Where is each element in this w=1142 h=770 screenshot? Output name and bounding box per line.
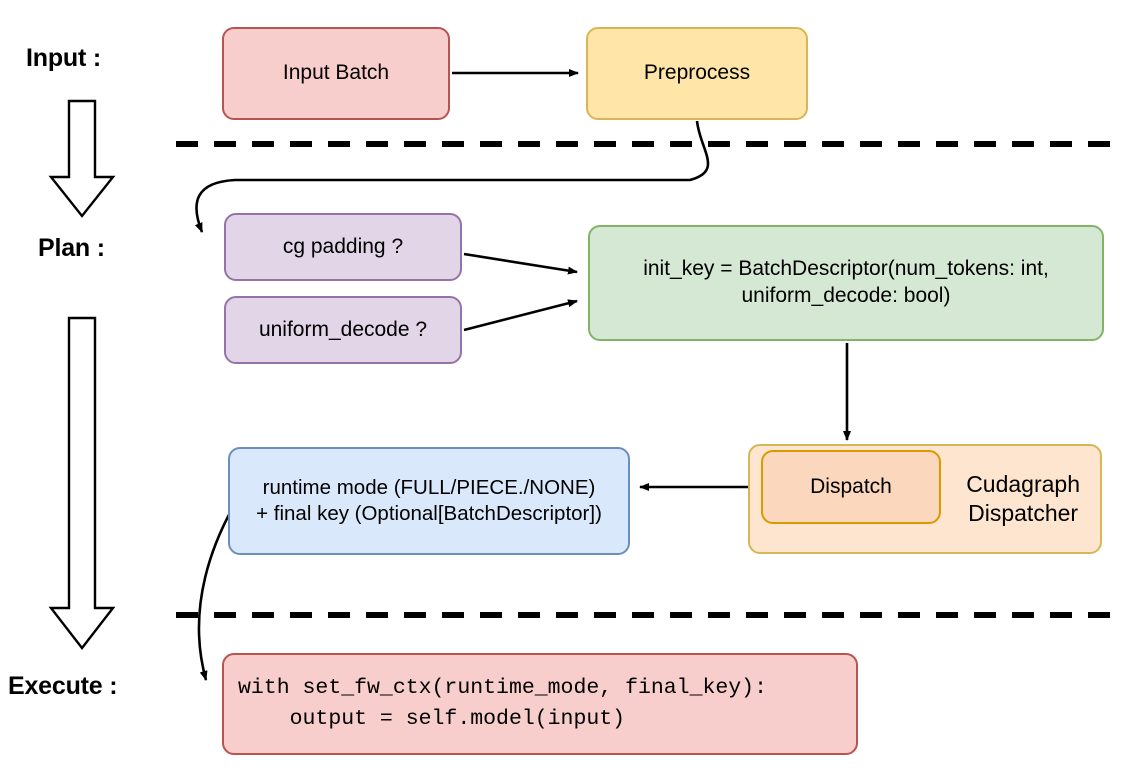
node-cg-padding-label: cg padding ? [282, 234, 404, 258]
node-preprocess[interactable]: Preprocess [586, 27, 808, 120]
node-execute-code[interactable]: with set_fw_ctx(runtime_mode, final_key)… [222, 653, 858, 755]
node-init-key-text: init_key = BatchDescriptor(num_tokens: i… [643, 256, 1049, 310]
node-runtime-mode-line-1: runtime mode (FULL/PIECE./NONE) [262, 475, 596, 499]
stage-label-input: Input : [26, 44, 101, 72]
node-init-key-line-1: init_key = BatchDescriptor(num_tokens: i… [643, 257, 1049, 281]
plan-to-execute-block-arrow [48, 316, 116, 650]
node-execute-code-text: with set_fw_ctx(runtime_mode, final_key)… [238, 673, 767, 735]
node-uniform-decode-label: uniform_decode ? [258, 317, 428, 341]
node-init-key[interactable]: init_key = BatchDescriptor(num_tokens: i… [588, 225, 1104, 341]
stage-label-plan: Plan : [38, 234, 105, 262]
stage-label-execute: Execute : [8, 672, 118, 700]
node-dispatch-label: Dispatch [810, 474, 892, 498]
node-runtime-mode[interactable]: runtime mode (FULL/PIECE./NONE) + final … [228, 447, 630, 555]
node-init-key-line-2: uniform_decode: bool) [741, 284, 951, 307]
node-cudagraph-dispatcher-line-2: Dispatcher [968, 500, 1079, 526]
node-execute-code-line-2: output = self.model(input) [238, 707, 626, 731]
node-runtime-mode-text: runtime mode (FULL/PIECE./NONE) + final … [256, 475, 602, 527]
node-uniform-decode[interactable]: uniform_decode ? [224, 296, 462, 364]
node-runtime-mode-line-2: + final key (Optional[BatchDescriptor]) [256, 502, 602, 525]
node-execute-code-line-1: with set_fw_ctx(runtime_mode, final_key)… [238, 675, 767, 700]
node-cudagraph-dispatcher-line-1: Cudagraph [966, 470, 1080, 497]
node-input-batch[interactable]: Input Batch [222, 27, 450, 120]
node-cg-padding[interactable]: cg padding ? [224, 213, 462, 281]
input-to-plan-block-arrow [48, 99, 116, 218]
edge-cg-padding-to-init-key [463, 252, 578, 275]
node-preprocess-label: Preprocess [643, 61, 751, 85]
node-input-batch-label: Input Batch [282, 61, 390, 85]
node-dispatch[interactable]: Dispatch [761, 450, 941, 524]
node-cudagraph-dispatcher-text: Cudagraph Dispatcher [966, 470, 1080, 529]
edge-uniform-decode-to-init-key [463, 299, 578, 332]
